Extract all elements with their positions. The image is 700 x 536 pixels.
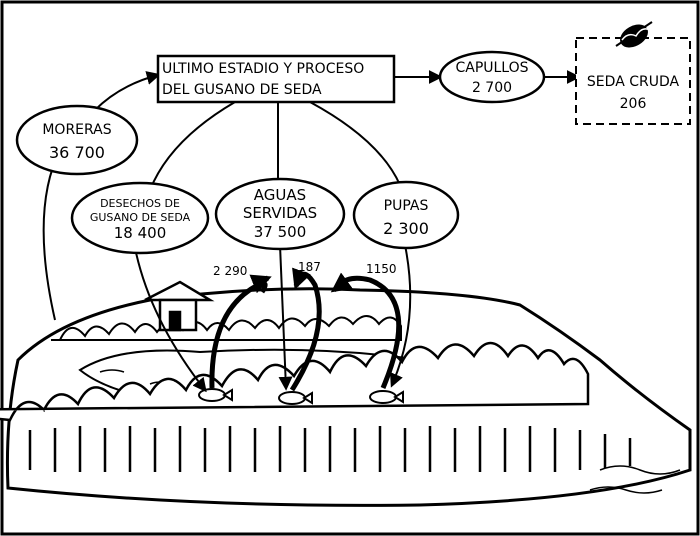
return-loops bbox=[209, 267, 402, 392]
island-landscape bbox=[0, 280, 692, 507]
hut-drawing bbox=[144, 280, 215, 332]
silk-skein-icon bbox=[615, 21, 653, 48]
flow-arrows bbox=[42, 70, 581, 393]
process-box bbox=[156, 54, 396, 104]
moreras-oval bbox=[15, 104, 139, 176]
capullos-value: 2 700 bbox=[472, 80, 512, 96]
aguas-oval bbox=[214, 177, 346, 251]
pupas-value: 2 300 bbox=[383, 219, 429, 238]
seda-cruda-label: SEDA CRUDA bbox=[587, 74, 680, 90]
flow-right-value: 1150 bbox=[366, 262, 397, 276]
aguas-line1: AGUAS bbox=[254, 186, 306, 204]
flow-left-value: 2 290 bbox=[213, 264, 247, 278]
seda-cruda-value: 206 bbox=[620, 96, 647, 112]
aguas-value: 37 500 bbox=[254, 223, 307, 241]
process-box-line2: DEL GUSANO DE SEDA bbox=[162, 82, 322, 98]
capullos-oval bbox=[438, 50, 546, 104]
desechos-line1: DESECHOS DE bbox=[100, 197, 180, 210]
pupas-label: PUPAS bbox=[384, 198, 429, 214]
moreras-value: 36 700 bbox=[49, 143, 105, 162]
desechos-oval bbox=[70, 181, 210, 255]
capullos-label: CAPULLOS bbox=[455, 60, 528, 76]
desechos-value: 18 400 bbox=[114, 224, 167, 242]
desechos-line2: GUSANO DE SEDA bbox=[90, 211, 191, 224]
pupas-oval bbox=[352, 180, 460, 250]
seda-cruda-box bbox=[575, 37, 691, 125]
flow-mid-value: 187 bbox=[298, 260, 321, 274]
moreras-label: MORERAS bbox=[42, 122, 111, 138]
aguas-line2: SERVIDAS bbox=[243, 204, 317, 222]
process-box-line1: ULTIMO ESTADIO Y PROCESO bbox=[162, 61, 364, 77]
fish-drawings bbox=[198, 388, 404, 405]
